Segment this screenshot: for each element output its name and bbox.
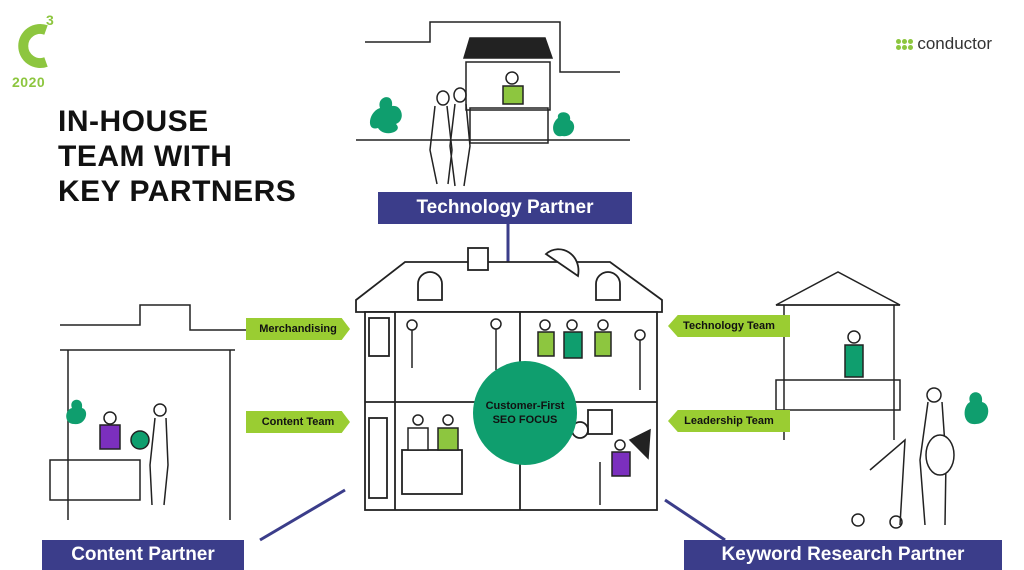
logo-year: 2020 — [12, 74, 46, 90]
title-line: TEAM WITH — [58, 140, 233, 173]
house-illustration — [355, 247, 663, 511]
team-people-illustration — [406, 318, 651, 505]
content-partner-label: Content Partner — [42, 540, 244, 570]
bush-icon — [66, 399, 87, 425]
leadership-team-tag: Leadership Team — [668, 410, 790, 432]
focus-line-2: SEO FOCUS — [492, 414, 558, 426]
market-stall-illustration — [356, 21, 630, 187]
dots-grid-icon — [896, 38, 914, 50]
focus-line-1: Customer-First — [485, 400, 565, 412]
bush-icon — [553, 112, 575, 137]
customer-first-seo-focus: Customer-First SEO FOCUS — [473, 361, 577, 465]
keyword-stall-illustration — [775, 271, 955, 529]
keyword-research-partner-label: Keyword Research Partner — [684, 540, 1002, 570]
content-team-tag: Content Team — [246, 411, 350, 433]
technology-team-tag: Technology Team — [668, 315, 790, 337]
c3-logo — [8, 14, 68, 79]
content-stall-illustration — [49, 304, 250, 520]
title-line: KEY PARTNERS — [58, 175, 297, 208]
bush-icon — [964, 392, 989, 425]
conductor-brand: conductor — [896, 34, 992, 54]
title-line: IN-HOUSE — [58, 105, 209, 138]
c3-logo-mark-icon — [18, 24, 48, 68]
page-title: IN-HOUSE TEAM WITH KEY PARTNERS — [58, 104, 296, 209]
brand-name: conductor — [917, 34, 992, 53]
technology-partner-label: Technology Partner — [378, 192, 632, 224]
merchandising-tag: Merchandising — [246, 318, 350, 340]
logo-superscript: 3 — [46, 12, 54, 28]
bush-icon — [369, 97, 402, 134]
